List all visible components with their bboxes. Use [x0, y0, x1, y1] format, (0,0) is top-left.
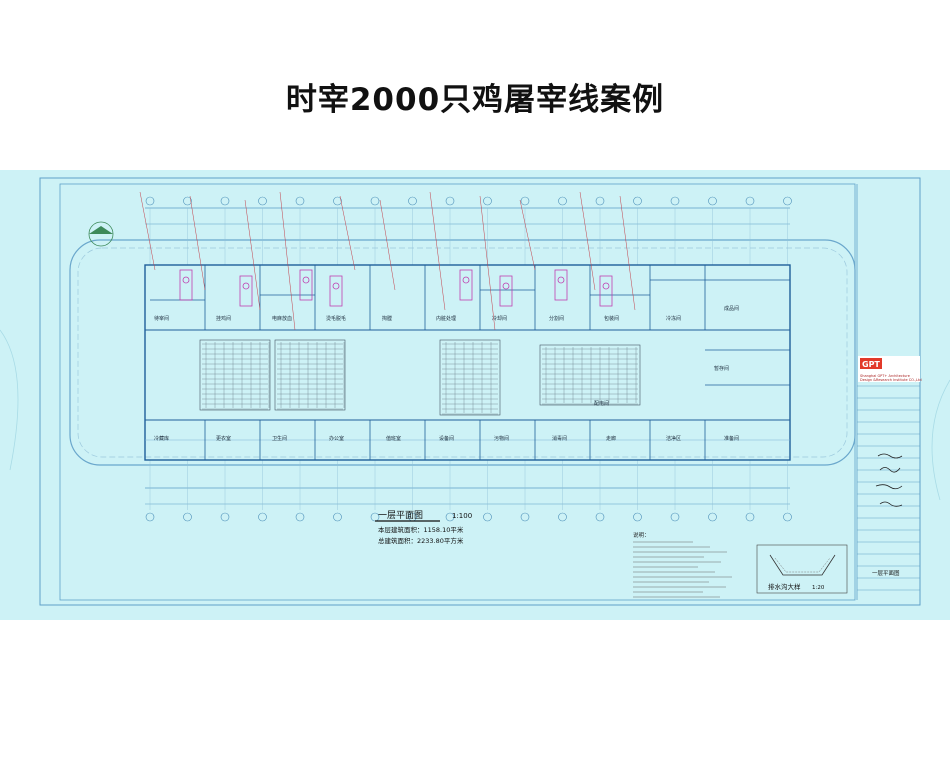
- axis-bubble: [708, 196, 717, 206]
- axis-bubble: [295, 512, 305, 522]
- logo-text: GPT: [862, 360, 880, 369]
- company-logo: [860, 358, 882, 369]
- room-label: 烫毛脱毛: [326, 315, 346, 322]
- room-label: 洁净区: [666, 435, 681, 442]
- room-label: 办公室: [329, 435, 344, 442]
- area-line-1: 本层建筑面积：1158.10平米: [378, 525, 464, 534]
- room-label: 走廊: [606, 435, 616, 442]
- axis-bubble: [258, 196, 267, 206]
- north-arrow-icon: [88, 221, 114, 247]
- sheet-name: 一层平面图: [872, 569, 900, 577]
- axis-bubble: [145, 512, 155, 522]
- axis-bubble: [220, 196, 230, 206]
- axis-bubble: [595, 196, 605, 206]
- axis-bubble: [445, 196, 455, 206]
- annotation-leaders: [139, 191, 636, 331]
- plan-scale: 1:100: [452, 512, 472, 520]
- axis-bubble: [408, 196, 417, 206]
- room-label: 成品间: [724, 305, 739, 312]
- room-label: 挂鸡间: [216, 315, 231, 322]
- axis-bubble: [370, 196, 380, 206]
- room-label: 暂存间: [714, 365, 729, 372]
- room-label: 冷却间: [492, 315, 507, 322]
- detail-title: 排水沟大样: [768, 582, 801, 591]
- axis-bubble: [633, 512, 642, 522]
- sanitary-fixtures: [179, 269, 613, 307]
- axis-bubble: [333, 196, 342, 206]
- room-label: 分割间: [549, 315, 564, 322]
- detail-scale: 1:20: [812, 585, 825, 591]
- company-en-1: Shanghai GPT+ Architecture: [860, 374, 910, 378]
- equipment-area-3: [439, 339, 501, 416]
- axis-bubble: [783, 196, 792, 206]
- room-label: 冷冻间: [666, 315, 681, 322]
- drain-detail-frame: [756, 544, 848, 594]
- axis-bubble: [483, 512, 492, 522]
- room-label: 冷藏库: [154, 435, 169, 442]
- axis-bubble: [558, 196, 567, 206]
- room-label: 卫生间: [272, 435, 287, 442]
- axis-bubble: [670, 512, 680, 522]
- axis-bubble: [333, 512, 342, 522]
- design-notes: 说明：: [633, 531, 732, 598]
- axis-bubble: [520, 196, 530, 206]
- equipment-area-2: [274, 339, 346, 411]
- plan-title: 一层平面图: [378, 510, 423, 521]
- axis-bubble: [520, 512, 530, 522]
- axis-bubble: [183, 512, 192, 522]
- room-label: 内脏处理: [436, 315, 456, 322]
- room-label: 待宰间: [154, 315, 169, 322]
- notes-title: 说明：: [633, 531, 650, 539]
- axis-bubble: [595, 512, 605, 522]
- room-label: 电麻放血: [272, 315, 292, 322]
- area-line-2: 总建筑面积：2233.80平方米: [378, 536, 464, 545]
- axis-grid-top: [145, 196, 792, 265]
- axis-bubble: [145, 196, 155, 206]
- axis-bubble: [483, 196, 492, 206]
- page-title: 时宰2000只鸡屠宰线案例: [285, 82, 665, 118]
- interior-walls: [150, 265, 790, 460]
- axis-bubble: [258, 512, 267, 522]
- axis-bubble: [783, 512, 792, 522]
- axis-bubble: [295, 196, 305, 206]
- equipment-area-1: [199, 339, 271, 411]
- company-en-2: Design &Research Institute CO.,Ltd: [860, 378, 922, 382]
- axis-grid-bottom: [145, 460, 792, 522]
- room-label: 值班室: [386, 435, 401, 442]
- axis-bubble: [670, 196, 680, 206]
- axis-bubble: [183, 196, 192, 206]
- axis-bubble: [445, 512, 455, 522]
- equipment-area-4: [539, 344, 641, 406]
- axis-bubble: [633, 196, 642, 206]
- room-label: 更衣室: [216, 435, 231, 442]
- room-label: 设备间: [439, 435, 454, 442]
- signature-marks: [875, 453, 903, 507]
- axis-bubble: [558, 512, 567, 522]
- site-road-outline: [69, 239, 856, 466]
- building-outline: [144, 264, 791, 461]
- room-label: 掏膛: [382, 315, 392, 322]
- room-label: 包装间: [604, 315, 619, 322]
- room-label: 污物间: [494, 435, 509, 442]
- room-label: 配电间: [594, 400, 609, 407]
- title-block: GPT Shanghai GPT+ Architecture Design &R…: [857, 356, 922, 591]
- drawing-sheet: 待宰间 挂鸡间 电麻放血 烫毛脱毛 掏膛 内脏处理 冷却间 分割间 包装间 冷冻间 成品间冷藏库 更衣…: [0, 170, 950, 620]
- axis-bubble: [220, 512, 230, 522]
- axis-bubble: [745, 196, 755, 206]
- drawing-frame: [39, 177, 921, 606]
- axis-bubble: [708, 512, 717, 522]
- axis-bubble: [745, 512, 755, 522]
- room-label: 消毒间: [552, 435, 567, 442]
- room-label: 准备间: [724, 435, 739, 442]
